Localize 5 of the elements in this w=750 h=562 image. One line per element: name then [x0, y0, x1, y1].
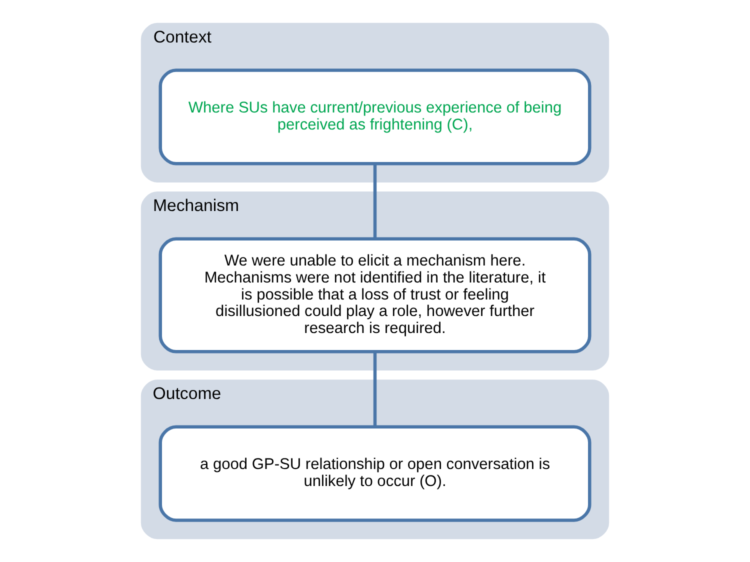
node-box: We were unable to elicit a mechanism here. Mechanisms were not identified in the literature, it is possible that a loss of trust or feeling disillusioned could play a role, however further research is required.: [158, 237, 592, 354]
node-box: a good GP-SU relationship or open conversation is unlikely to occur (O).: [158, 425, 592, 522]
connector: [373, 164, 377, 238]
node-box: Where SUs have current/previous experience of being perceived as frightening (C),: [158, 68, 592, 166]
connector: [373, 352, 377, 427]
